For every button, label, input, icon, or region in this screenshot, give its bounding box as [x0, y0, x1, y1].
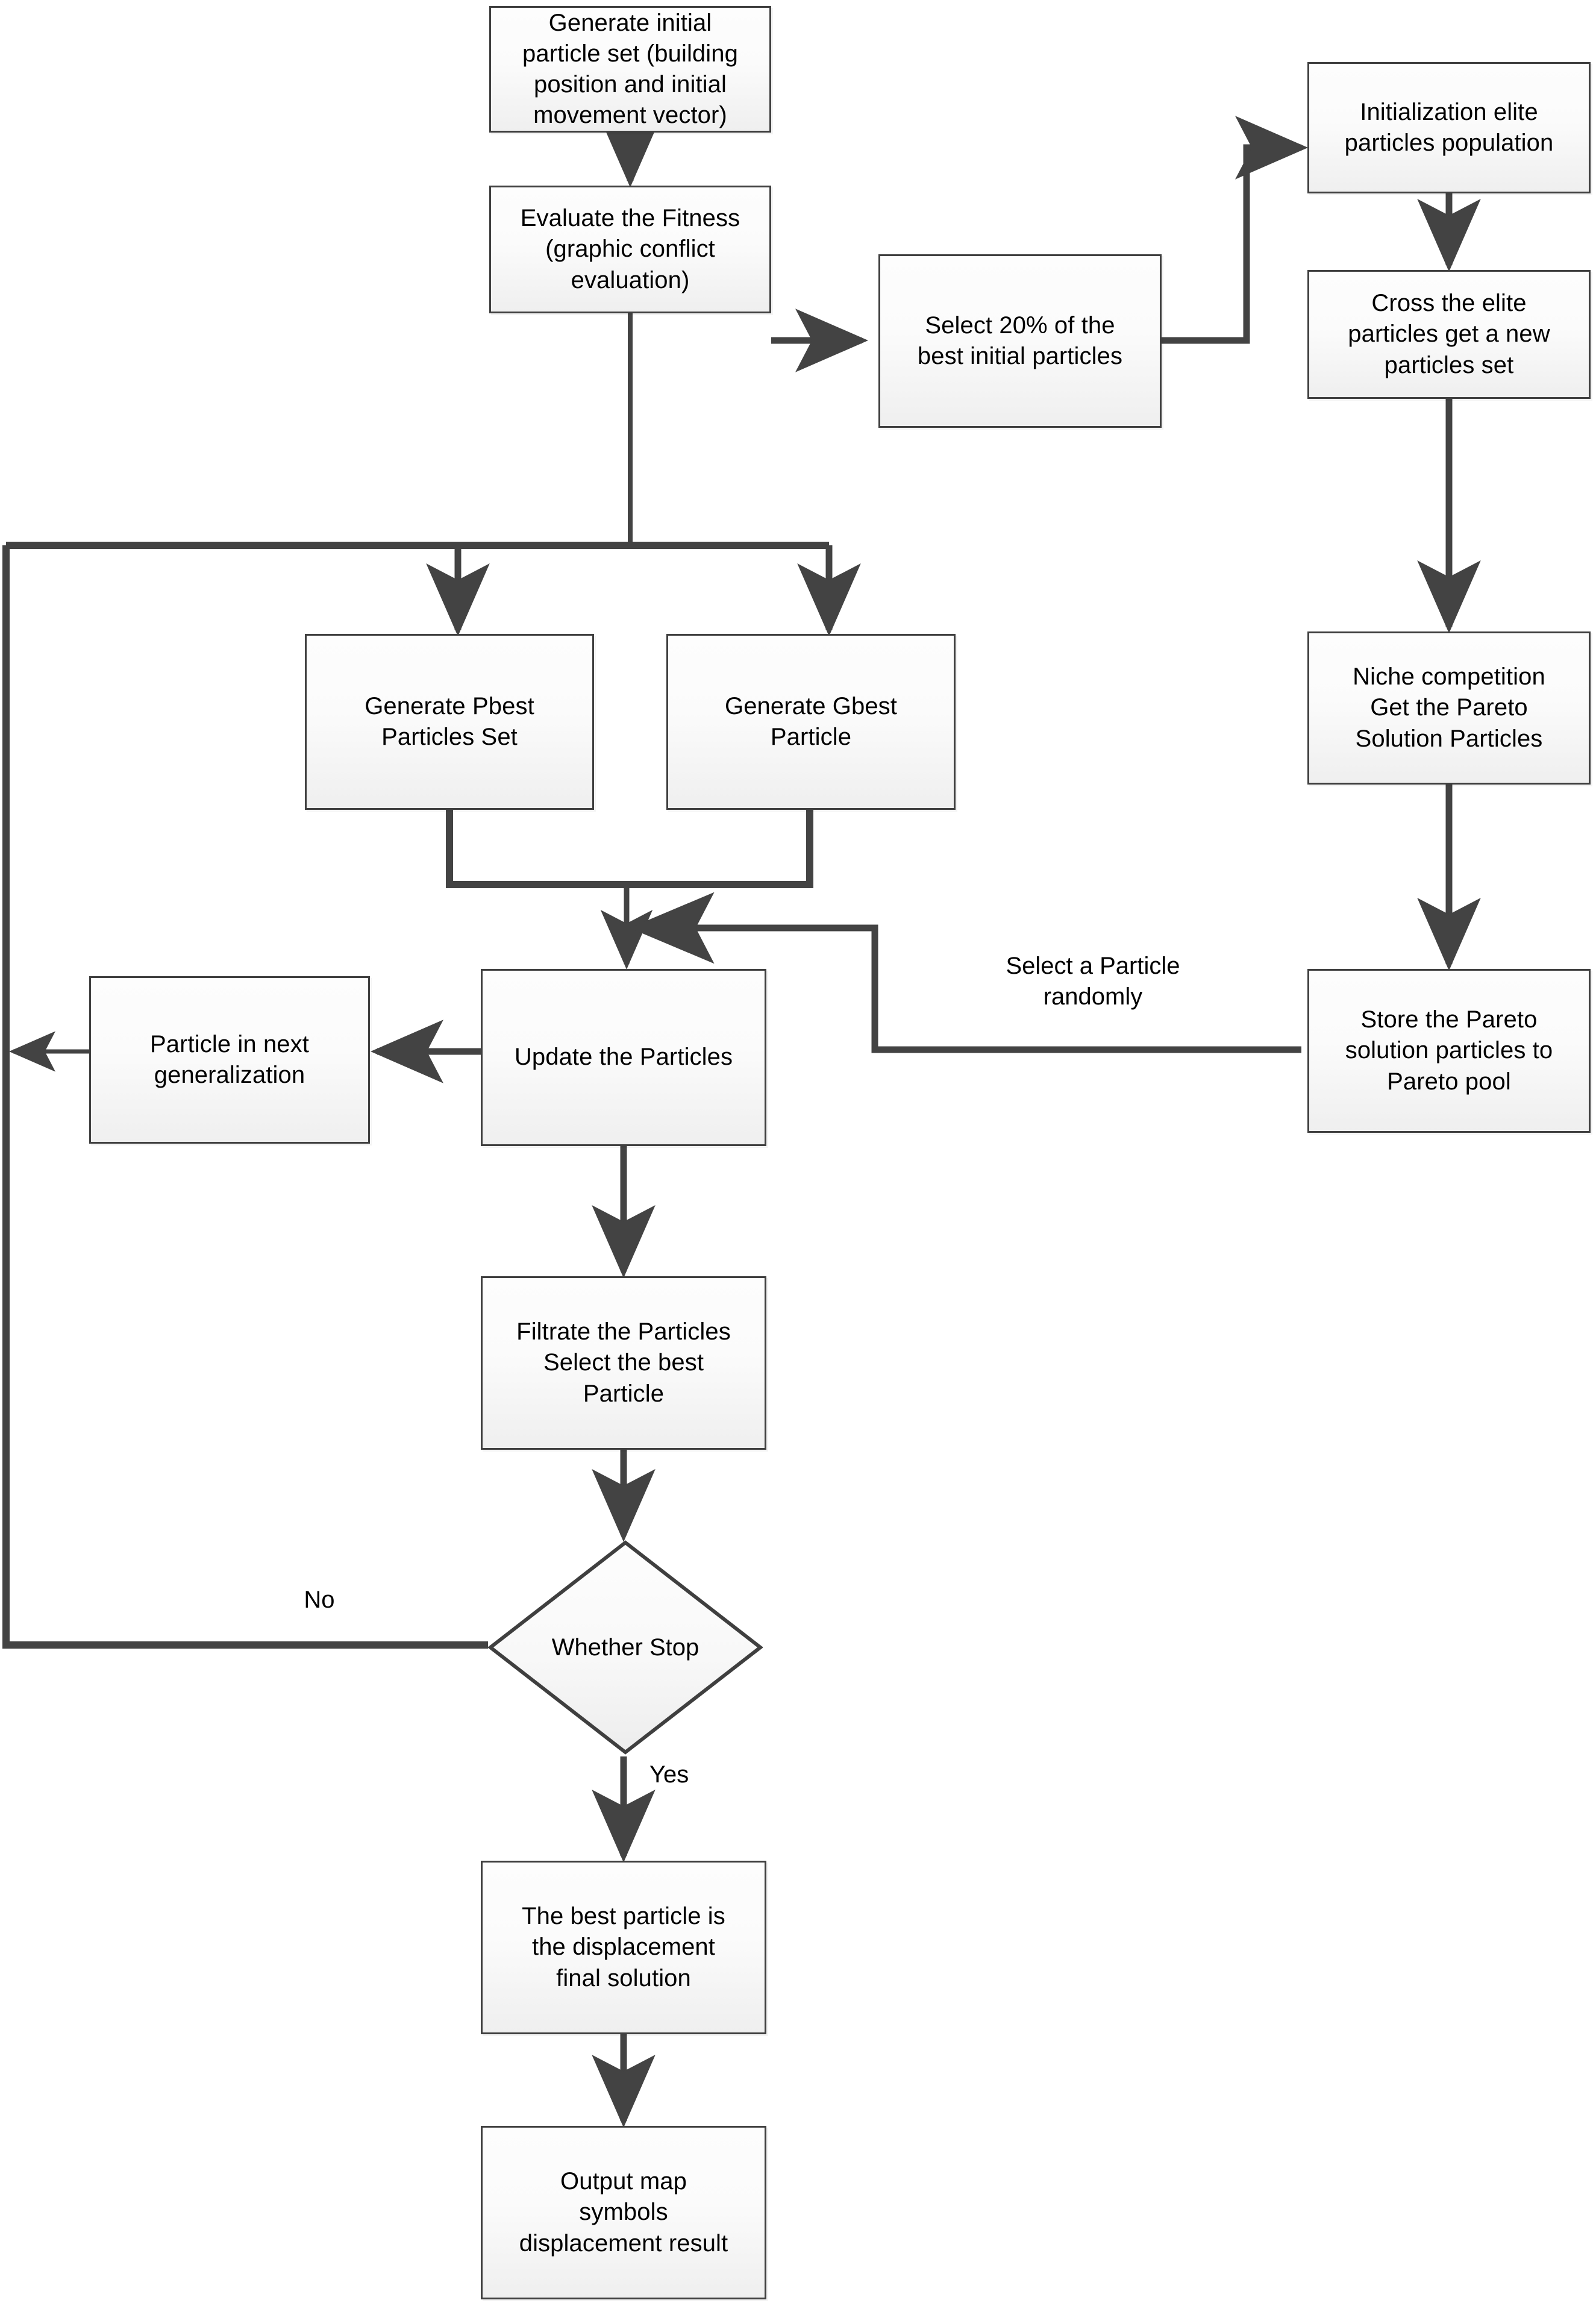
node-select-20-percent-best-initial-particles[interactable]: Select 20% of the best initial particles: [878, 254, 1162, 428]
node-whether-stop[interactable]: Whether Stop: [488, 1540, 763, 1755]
node-label: Particle in next generalization: [150, 1030, 309, 1088]
node-label: Filtrate the Particles Select the best P…: [516, 1318, 731, 1407]
node-label: Generate initial particle set (building …: [522, 9, 738, 129]
node-label: Cross the elite particles get a new part…: [1348, 290, 1550, 378]
node-label: Initialization elite particles populatio…: [1344, 98, 1554, 156]
diamond-shape: [488, 1540, 763, 1755]
node-evaluate-the-fitness[interactable]: Evaluate the Fitness (graphic conflict e…: [489, 186, 771, 313]
node-label: Store the Pareto solution particles to P…: [1345, 1006, 1553, 1095]
node-label: Evaluate the Fitness (graphic conflict e…: [520, 205, 740, 293]
node-best-particle-final-solution[interactable]: The best particle is the displacement fi…: [481, 1861, 766, 2034]
edge-label-no: No: [304, 1587, 335, 1613]
node-particle-in-next-generalization[interactable]: Particle in next generalization: [89, 976, 370, 1144]
edge-label-select-a-particle-randomly: Select a Particle randomly: [1006, 953, 1180, 1010]
node-generate-gbest-particle[interactable]: Generate Gbest Particle: [666, 634, 956, 810]
node-label: Niche competition Get the Pareto Solutio…: [1353, 663, 1545, 752]
edge-select20-to-initialization: [1161, 116, 1308, 344]
node-label: Select 20% of the best initial particles: [917, 312, 1123, 369]
node-update-the-particles[interactable]: Update the Particles: [481, 969, 766, 1146]
node-label: Whether Stop: [551, 1634, 699, 1661]
node-generate-initial-particle-set[interactable]: Generate initial particle set (building …: [489, 6, 771, 133]
node-label: The best particle is the displacement fi…: [522, 1903, 725, 1991]
node-store-pareto-solution-particles[interactable]: Store the Pareto solution particles to P…: [1307, 969, 1591, 1133]
node-output-map-symbols-displacement-result[interactable]: Output map symbols displacement result: [481, 2126, 766, 2299]
node-label: Update the Particles: [514, 1044, 733, 1071]
node-generate-pbest-particles-set[interactable]: Generate Pbest Particles Set: [305, 634, 594, 810]
node-initialization-elite-particles-population[interactable]: Initialization elite particles populatio…: [1307, 62, 1591, 193]
node-filtrate-the-particles[interactable]: Filtrate the Particles Select the best P…: [481, 1276, 766, 1450]
node-label: Generate Pbest Particles Set: [365, 692, 534, 750]
node-label: Generate Gbest Particle: [724, 692, 897, 750]
node-cross-the-elite-particles[interactable]: Cross the elite particles get a new part…: [1307, 270, 1591, 399]
node-niche-competition-pareto-solution[interactable]: Niche competition Get the Pareto Solutio…: [1307, 631, 1591, 785]
node-label: Output map symbols displacement result: [519, 2168, 728, 2257]
edge-label-yes: Yes: [649, 1761, 689, 1788]
